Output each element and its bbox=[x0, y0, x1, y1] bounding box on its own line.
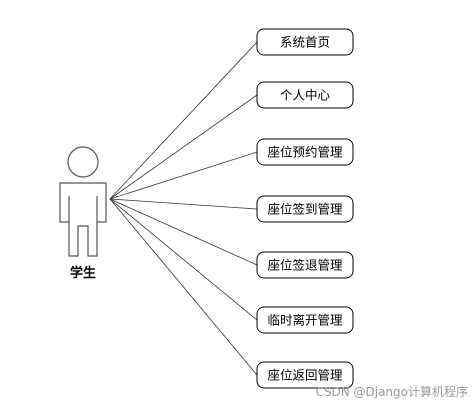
use-case-label: 座位预约管理 bbox=[267, 145, 343, 160]
use-case-label: 系统首页 bbox=[280, 35, 330, 50]
association-lines bbox=[109, 41, 258, 376]
association-line bbox=[109, 198, 258, 210]
actor-figure bbox=[59, 146, 107, 257]
use-case-item: 临时离开管理 bbox=[256, 306, 354, 334]
use-case-item: 个人中心 bbox=[256, 81, 354, 109]
use-case-label: 个人中心 bbox=[280, 88, 331, 103]
association-line bbox=[109, 41, 258, 200]
association-line bbox=[109, 198, 258, 376]
use-case-boxes: 系统首页 个人中心 座位预约管理 座位签到管理 座位签退管理 临时离开管理 座位… bbox=[256, 28, 354, 389]
actor-body bbox=[59, 182, 107, 257]
use-case-item: 座位签到管理 bbox=[256, 195, 354, 223]
watermark: CSDN @Django计算机程序 bbox=[315, 385, 468, 399]
use-case-label: 座位签退管理 bbox=[267, 258, 343, 273]
use-case-item: 座位预约管理 bbox=[256, 138, 354, 166]
use-case-label: 座位返回管理 bbox=[267, 368, 343, 383]
association-line bbox=[109, 94, 258, 200]
use-case-item: 座位返回管理 bbox=[256, 361, 354, 389]
association-line bbox=[109, 151, 258, 200]
association-line bbox=[109, 198, 258, 266]
use-case-label: 临时离开管理 bbox=[267, 313, 343, 328]
use-case-item: 系统首页 bbox=[256, 28, 354, 56]
use-case-item: 座位签退管理 bbox=[256, 251, 354, 279]
actor-head bbox=[67, 146, 99, 178]
association-line bbox=[109, 198, 258, 321]
actor-label: 学生 bbox=[70, 265, 96, 281]
use-case-label: 座位签到管理 bbox=[267, 202, 343, 217]
